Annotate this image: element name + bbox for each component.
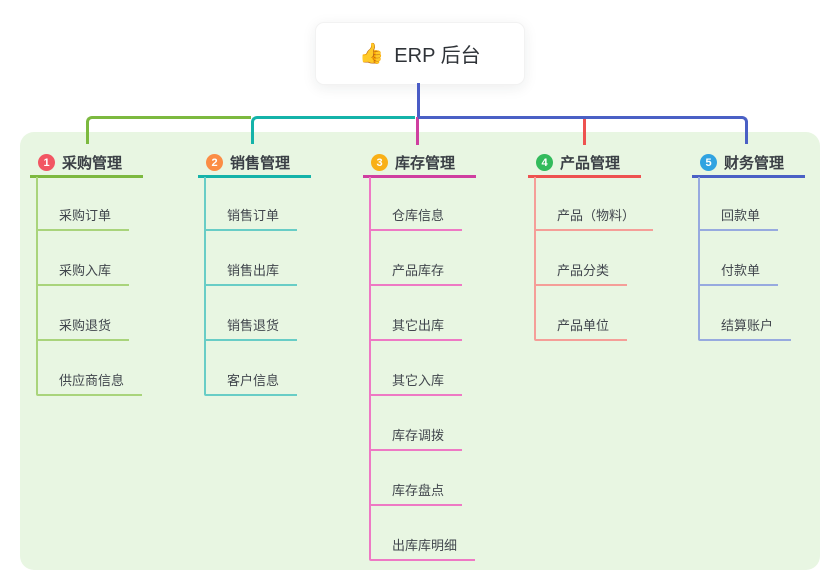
branch-label: 产品管理 [560, 155, 621, 172]
thumbs-up-icon: 👍 [359, 42, 385, 65]
child-node[interactable]: 销售出库 [206, 257, 298, 286]
child-node[interactable]: 回款单 [700, 202, 779, 231]
child-label: 仓库信息 [392, 208, 445, 223]
child-label: 库存盘点 [392, 483, 445, 498]
child-label: 回款单 [721, 208, 761, 223]
root-title: ERP 后台 [394, 45, 481, 67]
branch-node[interactable]: 5 财务管理 [692, 150, 805, 178]
branch-trunk-line [369, 177, 371, 561]
connector-line-branch-5 [418, 116, 748, 144]
child-label: 销售出库 [227, 263, 280, 278]
child-label: 采购订单 [59, 208, 112, 223]
child-label: 客户信息 [227, 373, 280, 388]
child-label: 销售退货 [227, 318, 280, 333]
child-node[interactable]: 产品单位 [536, 312, 628, 341]
child-node[interactable]: 出库库明细 [371, 532, 476, 561]
child-node[interactable]: 库存盘点 [371, 477, 463, 506]
branch-number-badge: 5 [700, 154, 717, 171]
branch-number-badge: 4 [536, 154, 553, 171]
connector-line-branch-1 [86, 116, 251, 144]
child-label: 销售订单 [227, 208, 280, 223]
branch-label: 销售管理 [230, 155, 291, 172]
child-node[interactable]: 供应商信息 [38, 367, 143, 396]
child-node[interactable]: 付款单 [700, 257, 779, 286]
child-node[interactable]: 客户信息 [206, 367, 298, 396]
child-node[interactable]: 其它入库 [371, 367, 463, 396]
root-stem-line [417, 83, 420, 117]
connector-line-branch-2 [251, 116, 415, 144]
child-node[interactable]: 结算账户 [700, 312, 792, 341]
branch-trunk-line [204, 177, 206, 396]
branch-node[interactable]: 2 销售管理 [198, 150, 311, 178]
branch-number-badge: 1 [38, 154, 55, 171]
child-node[interactable]: 销售退货 [206, 312, 298, 341]
branch-number-badge: 2 [206, 154, 223, 171]
child-node[interactable]: 其它出库 [371, 312, 463, 341]
child-label: 产品单位 [557, 318, 610, 333]
branch-trunk-line [534, 177, 536, 341]
child-node[interactable]: 仓库信息 [371, 202, 463, 231]
branch-label: 财务管理 [724, 155, 785, 172]
child-label: 出库库明细 [392, 538, 458, 553]
child-label: 库存调拨 [392, 428, 445, 443]
branch-label: 采购管理 [62, 155, 123, 172]
child-label: 产品库存 [392, 263, 445, 278]
child-node[interactable]: 产品分类 [536, 257, 628, 286]
child-node[interactable]: 库存调拨 [371, 422, 463, 451]
child-label: 结算账户 [721, 318, 774, 333]
branch-node[interactable]: 1 采购管理 [30, 150, 143, 178]
child-label: 产品（物料） [557, 208, 636, 223]
branch-node[interactable]: 4 产品管理 [528, 150, 641, 178]
child-label: 其它出库 [392, 318, 445, 333]
branch-trunk-line [36, 177, 38, 396]
connector-line-branch-4 [583, 117, 586, 145]
branch-label: 库存管理 [395, 155, 456, 172]
child-label: 付款单 [721, 263, 761, 278]
child-node[interactable]: 采购订单 [38, 202, 130, 231]
child-label: 采购入库 [59, 263, 112, 278]
branches-panel [20, 132, 820, 570]
branch-trunk-line [698, 177, 700, 341]
child-label: 供应商信息 [59, 373, 125, 388]
child-label: 产品分类 [557, 263, 610, 278]
child-label: 其它入库 [392, 373, 445, 388]
connector-line-branch-3 [416, 117, 419, 145]
branch-node[interactable]: 3 库存管理 [363, 150, 476, 178]
child-node[interactable]: 产品库存 [371, 257, 463, 286]
root-node[interactable]: 👍 ERP 后台 [315, 22, 525, 85]
child-node[interactable]: 采购退货 [38, 312, 130, 341]
child-node[interactable]: 采购入库 [38, 257, 130, 286]
child-label: 采购退货 [59, 318, 112, 333]
branch-number-badge: 3 [371, 154, 388, 171]
child-node[interactable]: 产品（物料） [536, 202, 654, 231]
child-node[interactable]: 销售订单 [206, 202, 298, 231]
